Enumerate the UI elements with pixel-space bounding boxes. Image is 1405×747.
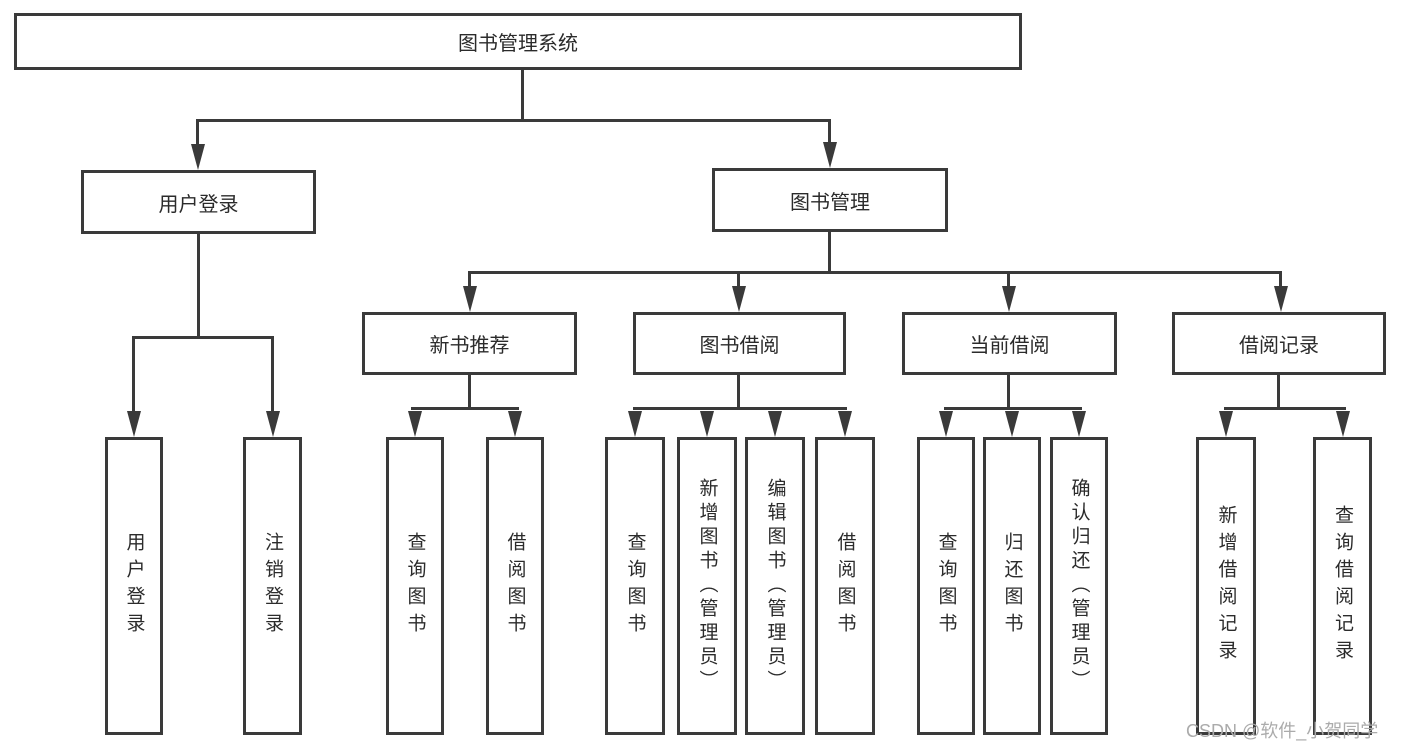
arrowhead-edit-book-admin	[768, 411, 782, 437]
arrowhead-book-management	[823, 142, 837, 168]
arrowhead-query-books-2	[628, 411, 642, 437]
leaf-logout: 注销登录	[243, 437, 302, 735]
leaf-borrow-books-2: 借阅图书	[815, 437, 875, 735]
leaf-query-books-1: 查询图书	[386, 437, 444, 735]
connector-stem-new-book	[468, 271, 471, 288]
arrowhead-new-book	[463, 286, 477, 312]
node-library-management-system: 图书管理系统	[14, 13, 1022, 70]
leaf-confirm-return-admin: 确认归还（管理员）	[1050, 437, 1108, 735]
connector-new-book-down	[468, 375, 471, 410]
connector-stem-borrow-record	[1279, 271, 1282, 288]
leaf-user-login: 用户登录	[105, 437, 163, 735]
leaf-query-borrow-record: 查询借阅记录	[1313, 437, 1372, 735]
arrowhead-add-borrow-record	[1219, 411, 1233, 437]
leaf-query-books-2: 查询图书	[605, 437, 665, 735]
connector-borrow-record-down	[1277, 375, 1280, 410]
leaf-edit-book-admin: 编辑图书（管理员）	[745, 437, 805, 735]
connector-book-borrow-splitter	[633, 407, 847, 410]
connector-level3-splitter	[468, 271, 1282, 274]
arrowhead-query-books-1	[408, 411, 422, 437]
connector-book-borrow-down	[737, 375, 740, 410]
node-user-login: 用户登录	[81, 170, 316, 234]
node-new-book-recommendation: 新书推荐	[362, 312, 577, 375]
connector-stem-leaf-user-login	[132, 336, 135, 412]
leaf-borrow-books-1: 借阅图书	[486, 437, 544, 735]
connector-stem-leaf-logout	[271, 336, 274, 412]
connector-stem-current-borrow	[1007, 271, 1010, 288]
arrowhead-return-books	[1005, 411, 1019, 437]
connector-user-login-splitter	[132, 336, 274, 339]
arrowhead-user-login	[191, 144, 205, 170]
arrowhead-book-borrow	[732, 286, 746, 312]
node-current-borrowing: 当前借阅	[902, 312, 1117, 375]
connector-book-management-down	[828, 232, 831, 274]
connector-stem-book-management	[828, 119, 831, 144]
connector-current-borrow-splitter	[944, 407, 1082, 410]
node-book-borrowing: 图书借阅	[633, 312, 846, 375]
connector-current-borrow-down	[1007, 375, 1010, 410]
node-borrowing-records: 借阅记录	[1172, 312, 1386, 375]
arrowhead-current-borrow	[1002, 286, 1016, 312]
leaf-return-books: 归还图书	[983, 437, 1041, 735]
connector-level2-splitter	[196, 119, 831, 122]
connector-root-trunk	[521, 70, 524, 119]
connector-stem-user-login	[196, 119, 199, 146]
connector-user-login-down	[197, 234, 200, 339]
connector-stem-book-borrow	[737, 271, 740, 288]
arrowhead-add-book-admin	[700, 411, 714, 437]
arrowhead-leaf-logout	[266, 411, 280, 437]
arrowhead-borrow-record	[1274, 286, 1288, 312]
arrowhead-borrow-books-1	[508, 411, 522, 437]
leaf-add-borrow-record: 新增借阅记录	[1196, 437, 1256, 735]
arrowhead-confirm-return-admin	[1072, 411, 1086, 437]
arrowhead-leaf-user-login	[127, 411, 141, 437]
connector-borrow-record-splitter	[1224, 407, 1346, 410]
arrowhead-borrow-books-2	[838, 411, 852, 437]
leaf-query-books-3: 查询图书	[917, 437, 975, 735]
connector-new-book-splitter	[411, 407, 519, 410]
node-book-management: 图书管理	[712, 168, 948, 232]
watermark: CSDN @软件_小贺同学	[1186, 721, 1379, 741]
arrowhead-query-books-3	[939, 411, 953, 437]
leaf-add-book-admin: 新增图书（管理员）	[677, 437, 737, 735]
arrowhead-query-borrow-record	[1336, 411, 1350, 437]
